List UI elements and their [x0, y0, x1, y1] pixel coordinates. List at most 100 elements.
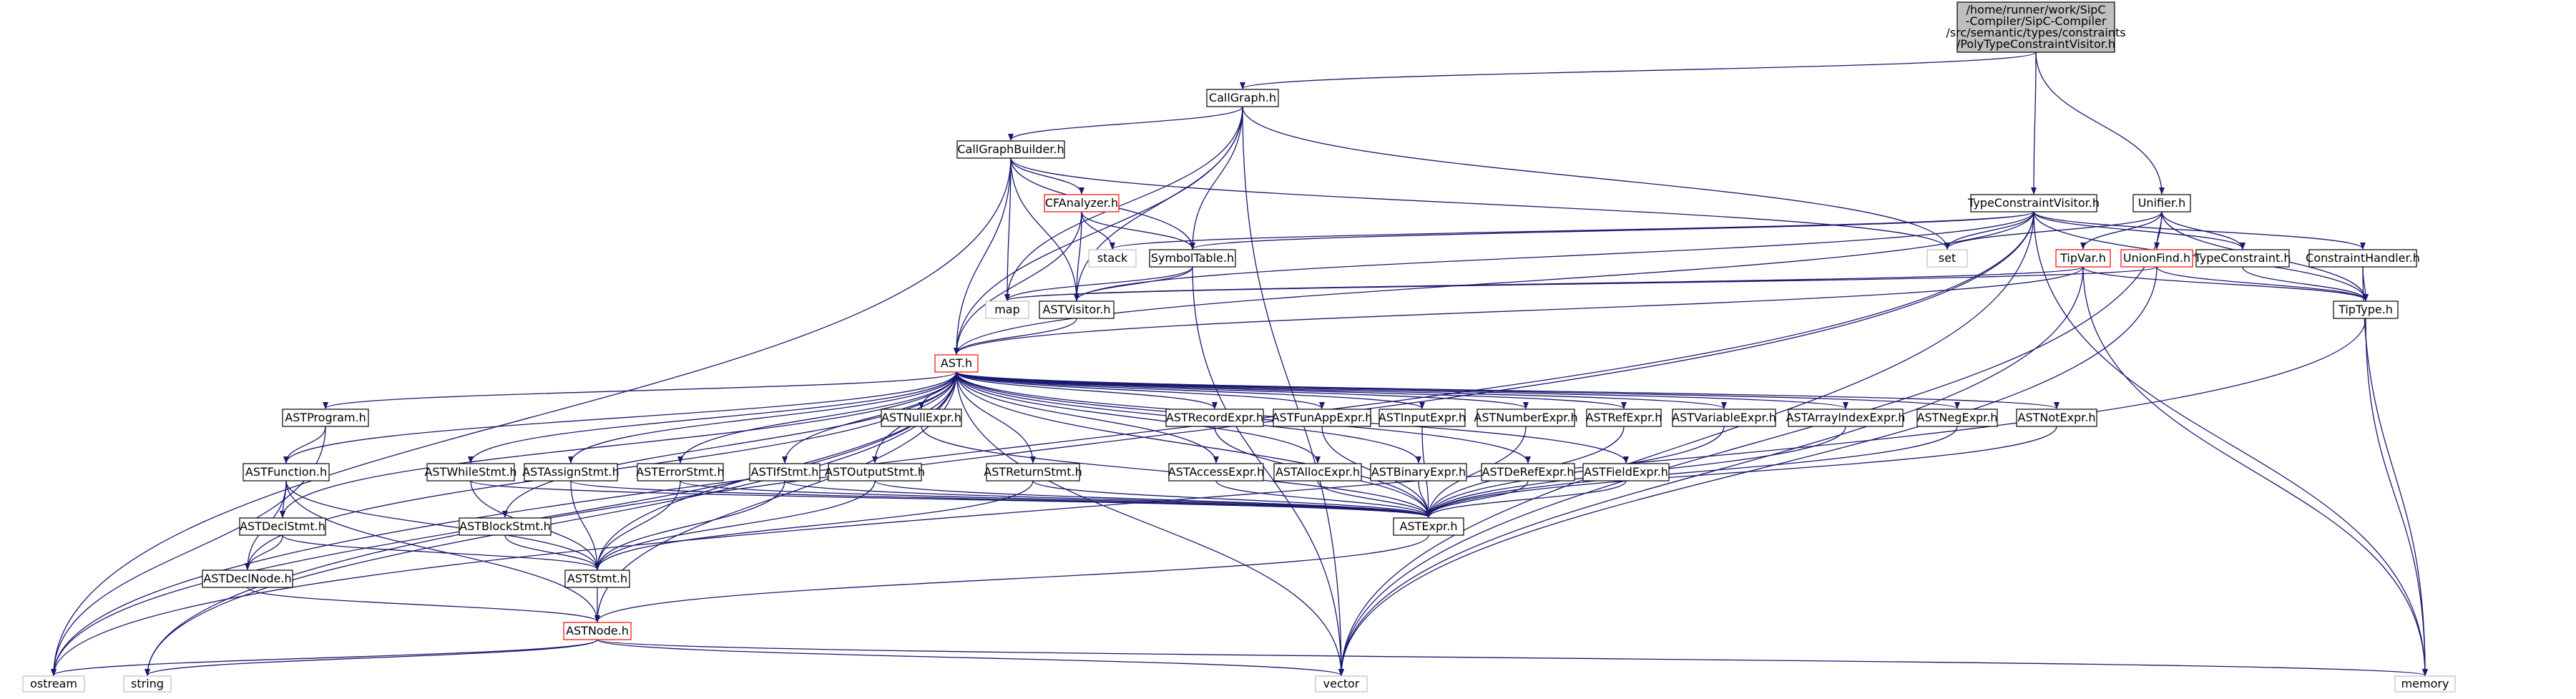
- edge-callgraph-to-vector: [1242, 106, 1344, 676]
- node-typeconstraintvisitor[interactable]: TypeConstraintVisitor.h: [1967, 194, 2100, 212]
- node-label-astdeclnode: ASTDeclNode.h: [203, 572, 291, 585]
- node-astvisitor[interactable]: ASTVisitor.h: [1039, 300, 1115, 319]
- edge-typeconstraintvisitor-to-astvisitor: [1074, 211, 2034, 301]
- edge-astifstmt-to-aststmt: [594, 480, 785, 570]
- node-unionfind[interactable]: UnionFind.h: [2120, 249, 2193, 268]
- node-tiptype[interactable]: TipType.h: [2333, 300, 2399, 319]
- node-astderefexpr[interactable]: ASTDeRefExpr.h: [1481, 463, 1575, 482]
- node-box-typeconstraint: [2195, 249, 2290, 268]
- node-callgraphbuilder[interactable]: CallGraphBuilder.h: [956, 140, 1065, 159]
- node-label-astnumberexpr: ASTNumberExpr.h: [1474, 411, 1577, 424]
- edge-astvariableexpr-to-astexpr: [1426, 426, 1725, 518]
- node-label-astbinaryexpr: ASTBinaryExpr.h: [1371, 465, 1466, 479]
- node-box-astexpr: [1393, 517, 1464, 536]
- node-box-map: [985, 300, 1029, 319]
- node-astinputexpr[interactable]: ASTInputExpr.h: [1378, 409, 1466, 427]
- edge-astdeclstmt-to-astdeclnode: [245, 534, 283, 570]
- node-astallocexpr[interactable]: ASTAllocExpr.h: [1273, 463, 1362, 482]
- node-label-constrainthandler: ConstraintHandler.h: [2306, 251, 2420, 265]
- node-astrefexpr[interactable]: ASTRefExpr.h: [1586, 409, 1662, 427]
- node-unifier[interactable]: Unifier.h: [2132, 194, 2191, 212]
- node-ast[interactable]: AST.h: [934, 354, 979, 373]
- edge-astprogram-to-astfunction: [283, 426, 326, 464]
- node-label-asterrorstmt: ASTErrorStmt.h: [636, 465, 724, 479]
- edge-ast-to-astnumberexpr: [956, 371, 1529, 409]
- node-typeconstraint[interactable]: TypeConstraint.h: [2194, 249, 2291, 268]
- edge-callgraphbuilder-to-set: [1010, 157, 1950, 250]
- node-astassignstmt[interactable]: ASTAssignStmt.h: [522, 463, 619, 482]
- node-astnullexpr[interactable]: ASTNullExpr.h: [881, 409, 962, 427]
- edge-astnotexpr-to-astexpr: [1426, 426, 2057, 518]
- node-tipvar[interactable]: TipVar.h: [2055, 249, 2111, 268]
- node-label-astallocexpr: ASTAllocExpr.h: [1275, 465, 1360, 479]
- edge-tiptype-to-ostream: [51, 318, 2366, 676]
- node-astdeclnode[interactable]: ASTDeclNode.h: [202, 570, 293, 588]
- edge-typeconstraintvisitor-to-constrainthandler: [2033, 211, 2366, 250]
- edge-cfanalyzer-to-astvisitor: [1074, 211, 1082, 301]
- node-aststmt[interactable]: ASTStmt.h: [564, 570, 630, 588]
- node-box-vector: [1315, 675, 1368, 693]
- node-box-astrecordexpr: [1165, 409, 1264, 427]
- edge-astexpr-to-astnode: [594, 534, 1429, 622]
- node-callgraph[interactable]: CallGraph.h: [1206, 89, 1279, 107]
- edge-astnode-to-vector: [597, 639, 1344, 676]
- edge-astvisitor-to-ast: [954, 318, 1077, 355]
- edge-ast-to-astblockstmt: [502, 371, 957, 518]
- node-astvariableexpr[interactable]: ASTVariableExpr.h: [1672, 409, 1776, 427]
- node-astfunction[interactable]: ASTFunction.h: [243, 463, 330, 482]
- node-map: map: [985, 300, 1029, 319]
- node-label-map: map: [994, 303, 1020, 316]
- edge-ast-to-astreturnstmt: [956, 371, 1036, 464]
- node-astfieldexpr[interactable]: ASTFieldExpr.h: [1582, 463, 1670, 482]
- node-astexpr[interactable]: ASTExpr.h: [1393, 517, 1464, 536]
- node-astreturnstmt[interactable]: ASTReturnStmt.h: [984, 463, 1082, 482]
- edge-unionfind-to-map: [1004, 266, 2158, 301]
- node-root[interactable]: /home/runner/work/SipC-Compiler/SipC-Com…: [1946, 1, 2126, 53]
- node-box-ast: [934, 354, 979, 373]
- node-label-astfunappexpr: ASTFunAppExpr.h: [1272, 411, 1373, 424]
- edge-typeconstraintvisitor-to-symboltable: [1190, 211, 2034, 250]
- node-label-tipvar: TipVar.h: [2060, 251, 2106, 265]
- node-symboltable[interactable]: SymbolTable.h: [1149, 249, 1236, 268]
- node-astblockstmt[interactable]: ASTBlockStmt.h: [459, 517, 552, 536]
- node-box-astvisitor: [1039, 300, 1115, 319]
- edge-astoutputstmt-to-aststmt: [594, 480, 876, 570]
- node-box-asterrorstmt: [637, 463, 724, 482]
- node-box-astoutputstmt: [828, 463, 922, 482]
- node-astoutputstmt[interactable]: ASTOutputStmt.h: [825, 463, 925, 482]
- edge-ast-to-astallocexpr: [956, 371, 1321, 464]
- node-astprogram[interactable]: ASTProgram.h: [282, 409, 369, 427]
- node-label-root: /home/runner/work/SipC: [1967, 3, 2106, 16]
- edge-unifier-to-typeconstraint: [2161, 211, 2246, 250]
- node-label-unifier: Unifier.h: [2138, 196, 2186, 210]
- edge-astifstmt-to-astexpr: [784, 480, 1431, 518]
- node-astfunappexpr[interactable]: ASTFunAppExpr.h: [1272, 409, 1373, 427]
- node-label-astrefexpr: ASTRefExpr.h: [1586, 411, 1662, 424]
- node-box-astfieldexpr: [1582, 463, 1670, 482]
- node-astaccessexpr[interactable]: ASTAccessExpr.h: [1168, 463, 1264, 482]
- node-astbinaryexpr[interactable]: ASTBinaryExpr.h: [1370, 463, 1467, 482]
- node-astnumberexpr[interactable]: ASTNumberExpr.h: [1474, 409, 1578, 427]
- node-label-astdeclstmt: ASTDeclStmt.h: [240, 519, 325, 533]
- node-cfanalyzer[interactable]: CFAnalyzer.h: [1044, 194, 1120, 212]
- node-astnegexpr[interactable]: ASTNegExpr.h: [1916, 409, 1998, 427]
- node-box-astarrayindexexpr: [1788, 409, 1904, 427]
- node-astwhilestmt[interactable]: ASTWhileStmt.h: [424, 463, 517, 482]
- node-astarrayindexexpr[interactable]: ASTArrayIndexExpr.h: [1786, 409, 1906, 427]
- node-memory: memory: [2394, 675, 2456, 693]
- node-astnode[interactable]: ASTNode.h: [563, 622, 632, 640]
- node-astifstmt[interactable]: ASTIfStmt.h: [749, 463, 821, 482]
- node-astrecordexpr[interactable]: ASTRecordExpr.h: [1165, 409, 1264, 427]
- edge-constrainthandler-to-memory: [2362, 266, 2428, 676]
- node-string: string: [123, 675, 172, 693]
- node-label-astderefexpr: ASTDeRefExpr.h: [1482, 465, 1575, 479]
- node-astnotexpr[interactable]: ASTNotExpr.h: [2016, 409, 2097, 427]
- nodes-layer: /home/runner/work/SipC-Compiler/SipC-Com…: [22, 1, 2456, 693]
- node-label-astarrayindexexpr: ASTArrayIndexExpr.h: [1786, 411, 1906, 424]
- node-astdeclstmt[interactable]: ASTDeclStmt.h: [239, 517, 326, 536]
- node-asterrorstmt[interactable]: ASTErrorStmt.h: [636, 463, 725, 482]
- edge-astderefexpr-to-astexpr: [1426, 480, 1529, 518]
- node-constrainthandler[interactable]: ConstraintHandler.h: [2306, 249, 2420, 268]
- edge-ast-to-astvariableexpr: [956, 371, 1727, 409]
